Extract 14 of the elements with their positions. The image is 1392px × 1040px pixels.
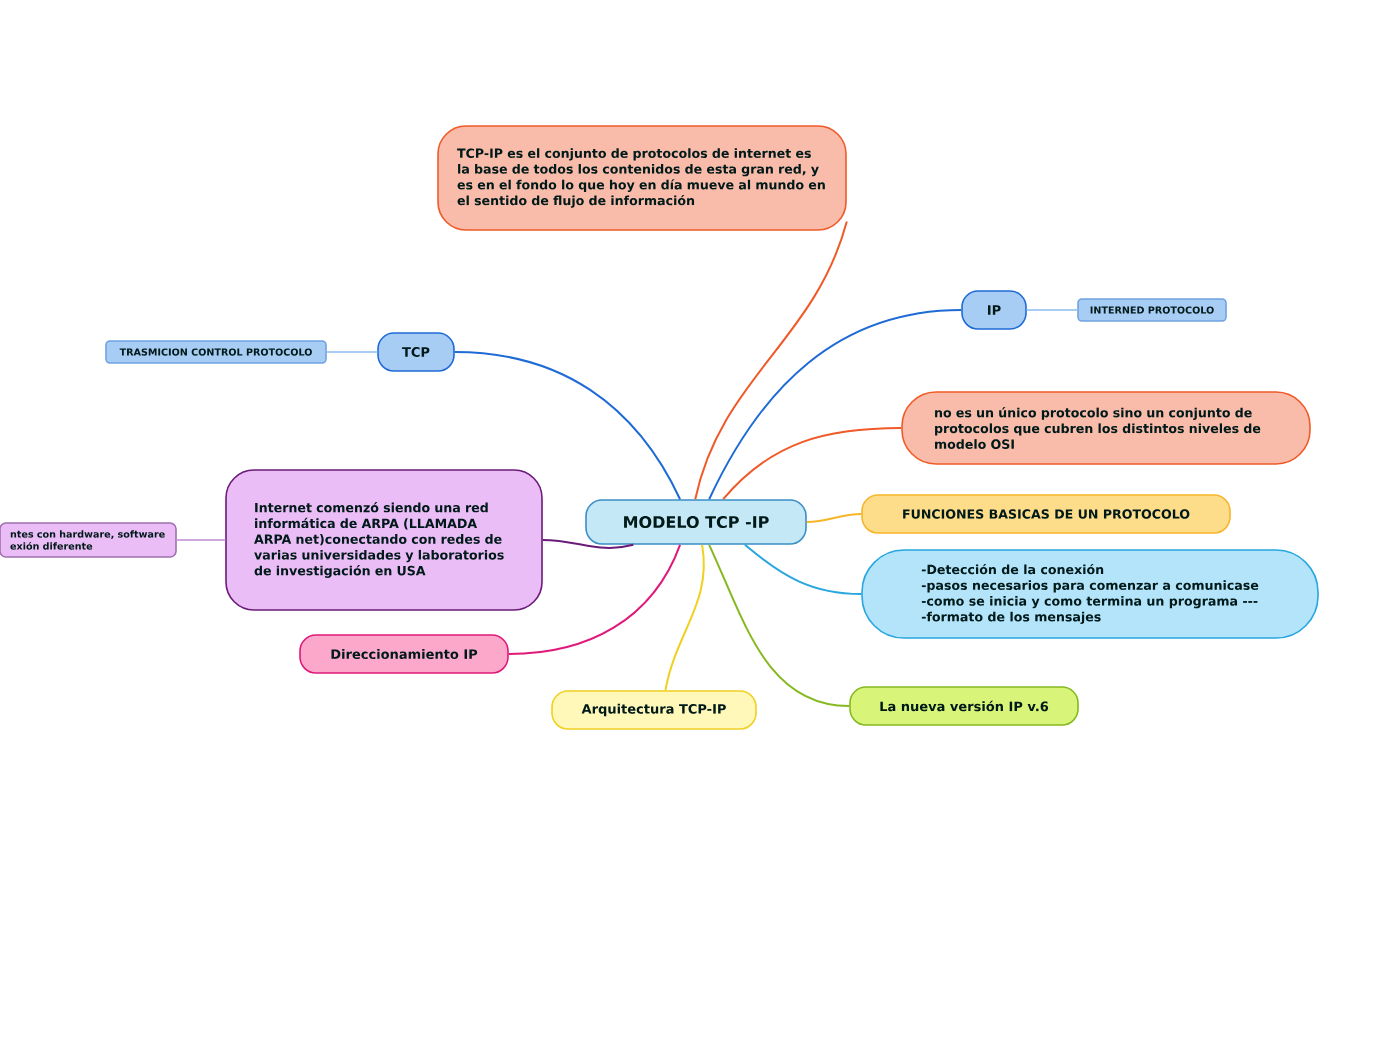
connector bbox=[325, 351, 379, 353]
connector bbox=[708, 543, 851, 707]
connector bbox=[708, 309, 963, 501]
connector bbox=[175, 539, 227, 541]
connector bbox=[507, 543, 682, 655]
connector bbox=[743, 543, 863, 595]
connector bbox=[664, 543, 705, 692]
connector bbox=[1025, 309, 1079, 311]
connector bbox=[541, 539, 635, 549]
connector bbox=[805, 513, 863, 523]
central-topic: MODELO TCP -IP bbox=[585, 499, 807, 545]
connector bbox=[453, 351, 682, 501]
connector bbox=[722, 427, 903, 501]
connector bbox=[694, 220, 848, 501]
